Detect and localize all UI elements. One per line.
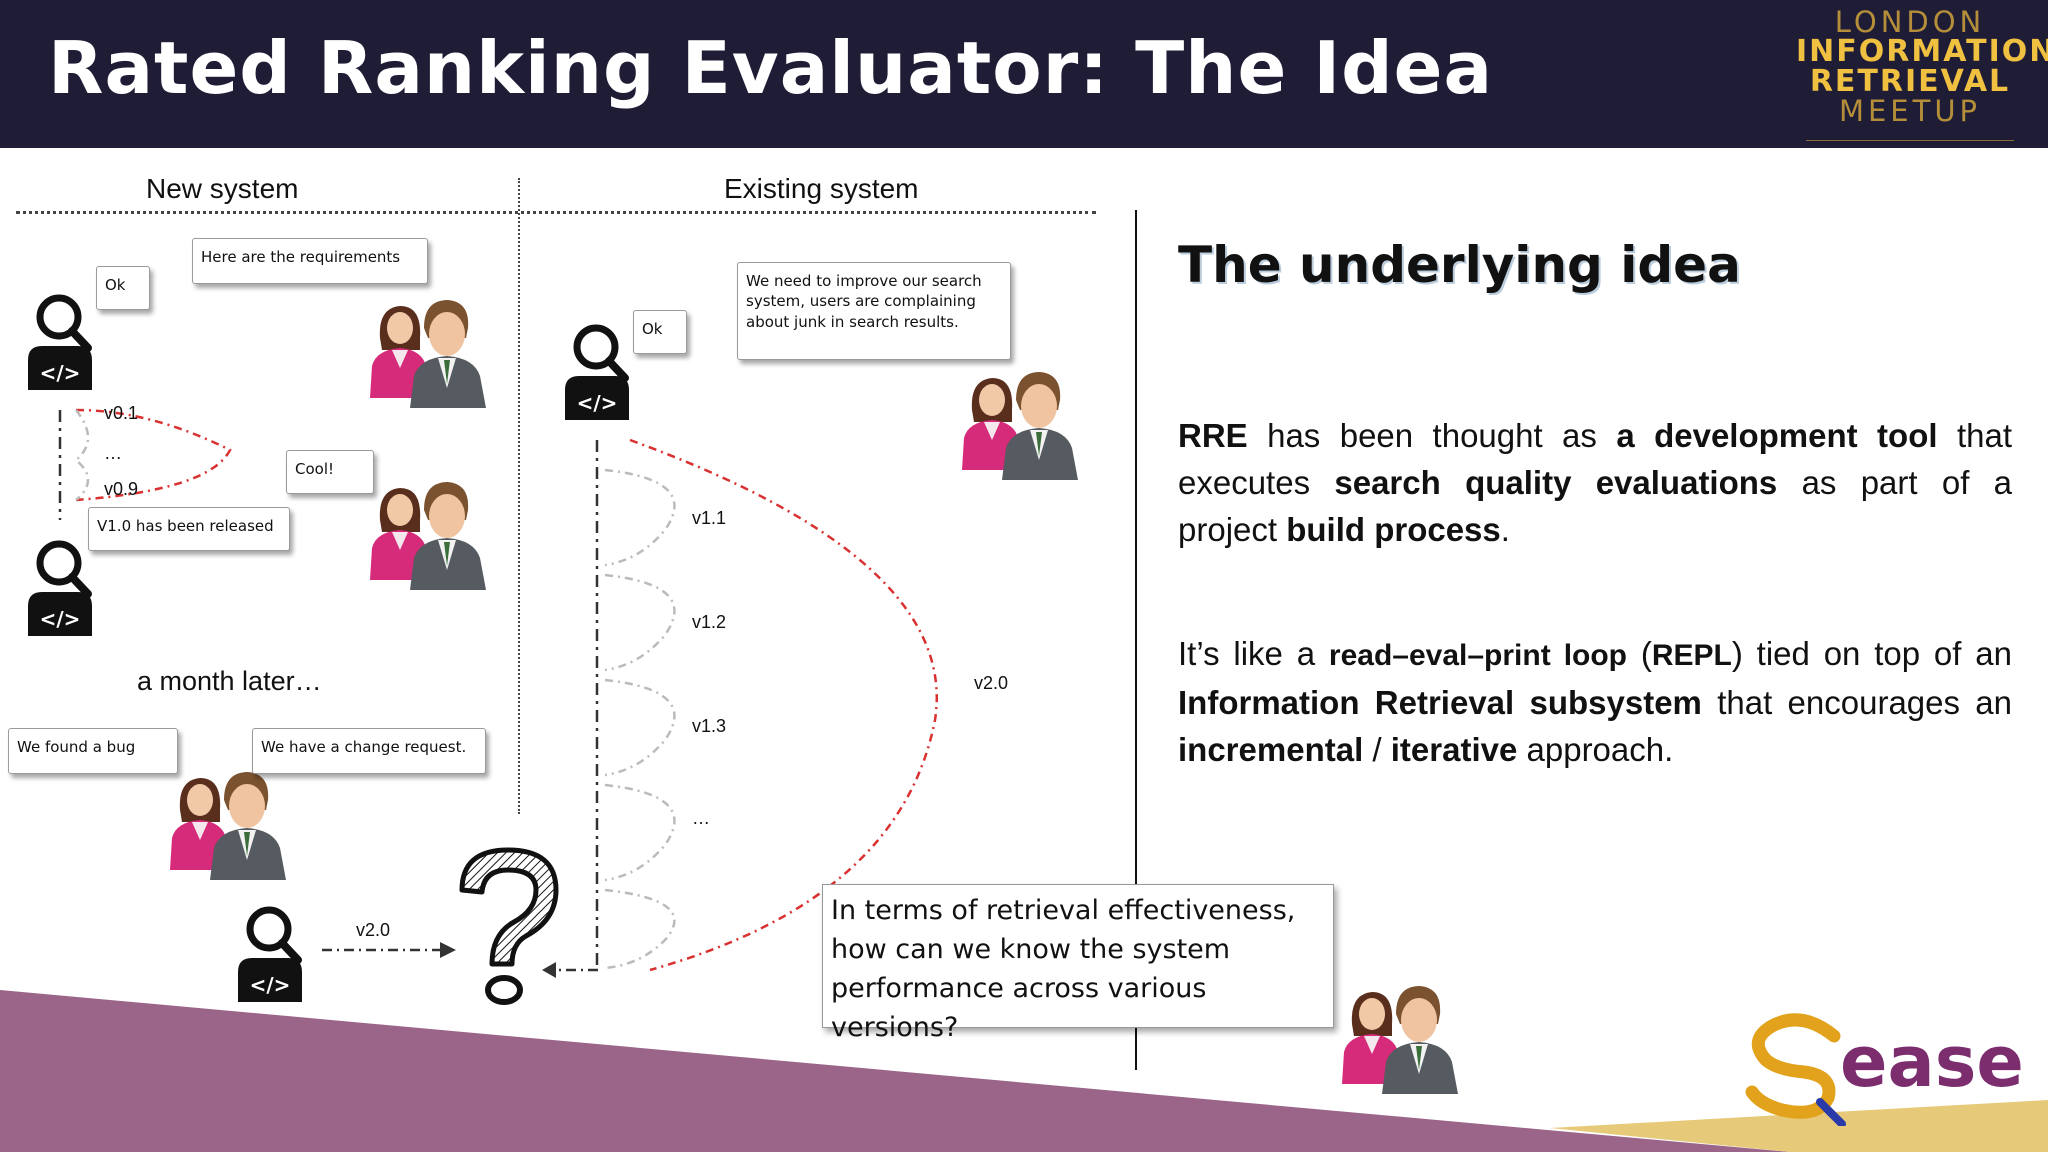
existing-system-label: Existing system [724, 173, 919, 204]
flow-lines [58, 408, 938, 978]
content-divider [1135, 210, 1137, 1070]
version-label: … [692, 808, 710, 828]
speech-bubble-cool: Cool! [286, 450, 374, 494]
business-people-icon [962, 360, 1082, 480]
text-rre: RRE [1178, 417, 1248, 454]
text-span: approach. [1517, 731, 1674, 768]
business-people-icon [1342, 974, 1462, 1094]
london-ir-meetup-logo: LONDON INFORMATION RETRIEVAL MEETUP [1796, 5, 2048, 141]
question-line-1: In terms of retrieval effectiveness, [831, 895, 1296, 926]
developer-icon [26, 536, 96, 636]
new-system-label: New system [146, 173, 299, 204]
logo-line-retrieval: RETRIEVAL [1809, 64, 2011, 99]
logo-line-london: LONDON [1834, 5, 1986, 39]
big-loop-label: v2.0 [974, 673, 1009, 693]
slide-title: Rated Ranking Evaluator: The Idea [48, 26, 1494, 110]
panel-divider [518, 178, 520, 814]
text-information-retrieval-subsystem: Information Retrieval subsystem [1178, 684, 1702, 721]
speech-bubble-ok: Ok [633, 310, 687, 354]
version-label: … [104, 443, 122, 463]
text-read-eval-print-loop: read–eval–print loop [1328, 639, 1628, 672]
speech-bubble-requirements: Here are the requirements [192, 238, 428, 284]
developer-icon [236, 902, 306, 1002]
question-line-2: how can we know the system [831, 934, 1231, 965]
sease-logo: ease [1745, 1013, 2024, 1126]
text-span: It’s like a [1178, 635, 1329, 672]
speech-bubble-ok: Ok [96, 266, 150, 310]
header-bar [0, 0, 2048, 148]
speech-bubble-found-bug: We found a bug [8, 728, 178, 774]
version-label: v1.2 [692, 612, 727, 632]
version-label: v1.1 [692, 508, 727, 528]
text-development-tool: a development tool [1616, 417, 1938, 454]
text-incremental: incremental [1178, 731, 1364, 768]
text-span: that executes [1178, 417, 2012, 501]
text-build-process: build process [1286, 511, 1501, 548]
text-span: as part of a project [1178, 464, 2013, 548]
logo-rule [1806, 140, 2014, 141]
text-search-quality-evaluations: search quality evaluations [1334, 464, 1778, 501]
sease-logo-text: ease [1840, 1021, 2024, 1103]
text-span: / [1363, 731, 1391, 768]
paragraph-repl-description: It’s like a read–eval–print loop (REPL) … [1178, 630, 2012, 773]
text-repl: REPL [1651, 639, 1732, 672]
text-iterative: iterative [1390, 731, 1518, 768]
speech-bubble-improve-search: We need to improve our search system, us… [737, 262, 1011, 360]
question-line-3: performance across various versions? [831, 973, 1207, 1043]
text-span: ) tied on top of an [1731, 635, 2012, 672]
speech-bubble-change-request: We have a change request. [252, 728, 486, 774]
logo-line-information: INFORMATION [1796, 34, 2048, 69]
version-label: v1.3 [692, 716, 727, 736]
text-span: has been thought as [1247, 417, 1617, 454]
business-people-icon [370, 470, 490, 590]
month-later-note: a month later… [137, 666, 322, 696]
developer-icon [563, 320, 633, 420]
developer-icon [26, 290, 96, 390]
v2-arrow-label: v2.0 [356, 920, 391, 940]
paragraph-rre-description: RRE has been thought as a development to… [1178, 412, 2012, 553]
footer-shape [0, 990, 2048, 1152]
text-span: ( [1627, 635, 1652, 672]
underlying-idea-heading: The underlying idea [1178, 236, 1741, 294]
question-bubble: In terms of retrieval effectiveness, how… [822, 884, 1334, 1043]
speech-bubble-released: V1.0 has been released [88, 507, 290, 551]
section-divider [16, 211, 1096, 214]
text-span: . [1500, 511, 1510, 548]
business-people-icon [170, 760, 290, 880]
question-mark-icon [459, 847, 559, 1005]
text-span: that encourages an [1701, 684, 2012, 721]
version-label: v0.1 [104, 403, 139, 423]
business-people-icon [370, 288, 490, 408]
version-label: v0.9 [104, 479, 139, 499]
logo-line-meetup: MEETUP [1838, 94, 1982, 128]
